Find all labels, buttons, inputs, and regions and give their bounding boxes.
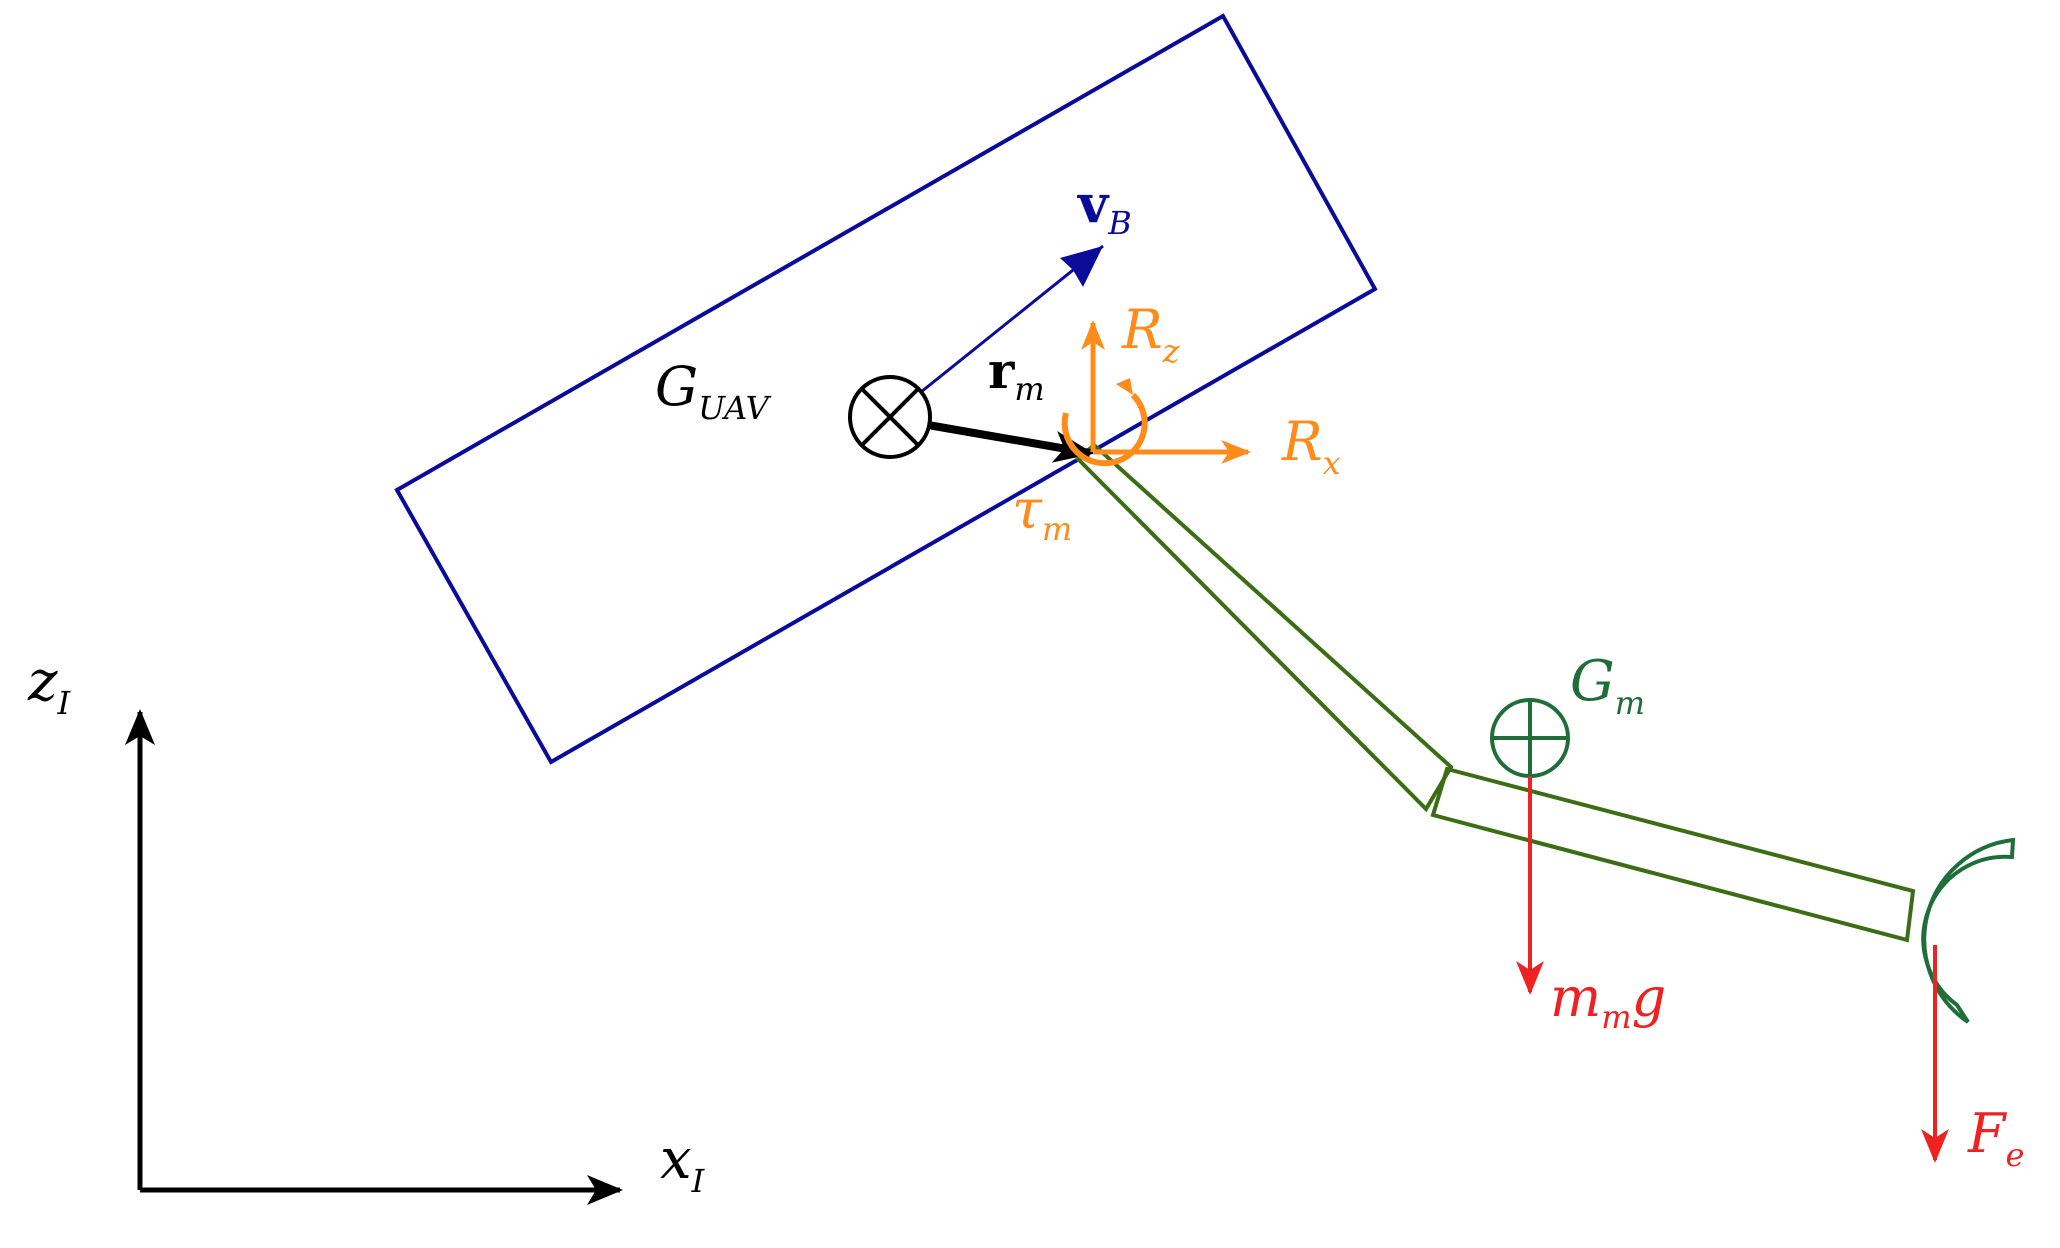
label-r-x: Rx [1281,410,1341,482]
gripper [1921,837,2016,1024]
uav-body [394,13,1378,765]
velocity-arrowhead [1060,246,1103,287]
label-v-b: vB [1077,174,1132,242]
velocity-arrow [920,244,1104,394]
circle-cross-icon [848,375,932,459]
label-g-m: Gm [1570,649,1645,722]
label-x-i: xI [660,1127,706,1200]
label-mm-g: mmg [1550,966,1666,1036]
label-tau-m: τm [1012,478,1072,548]
torque-arc [1061,392,1148,467]
label-r-m: rm [988,341,1045,408]
label-f-e: Fe [1967,1102,2024,1174]
circle-plus-icon [1490,698,1570,778]
torque-arrowhead [1116,378,1133,395]
label-z-i: zI [27,649,72,722]
arm-link-2 [1430,766,1916,943]
rm-arrow [927,421,1094,463]
label-g-uav: GUAV [655,355,772,427]
label-r-z: Rz [1121,298,1181,370]
arm-link-1 [1075,442,1454,813]
